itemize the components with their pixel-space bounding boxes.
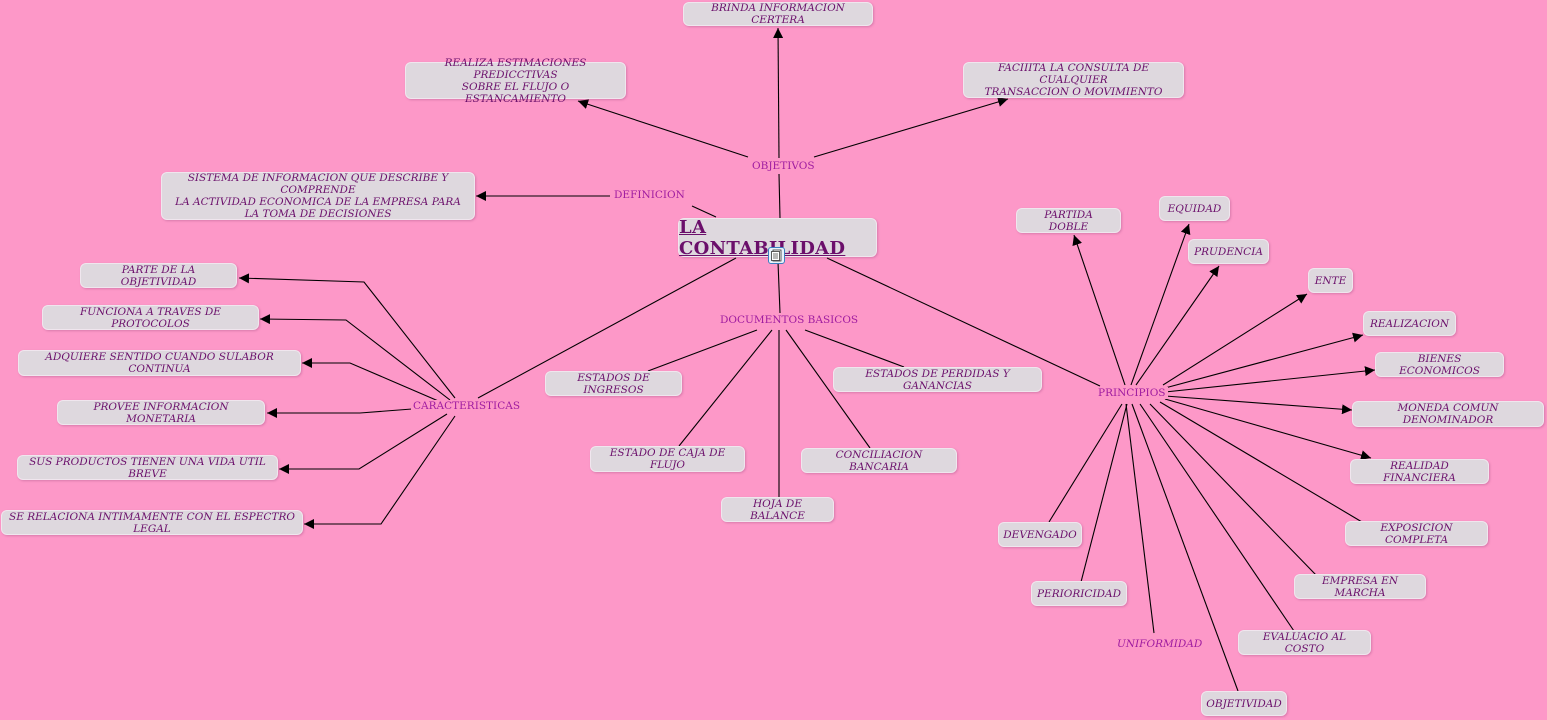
concept-node[interactable]: PERIORICIDAD bbox=[1031, 581, 1127, 606]
link-label-principios: PRINCIPIOS bbox=[1096, 387, 1168, 399]
concept-node[interactable]: FUNCIONA A TRAVES DE PROTOCOLOS bbox=[42, 305, 259, 330]
link-label-definicion: DEFINICION bbox=[612, 189, 687, 201]
concept-node[interactable]: EXPOSICION COMPLETA bbox=[1345, 521, 1488, 546]
concept-node[interactable]: ESTADO DE CAJA DE FLUJO bbox=[590, 446, 745, 472]
concept-node[interactable]: REALIZACION bbox=[1363, 311, 1456, 336]
concept-node[interactable]: PRUDENCIA bbox=[1188, 239, 1269, 264]
concept-node[interactable]: ENTE bbox=[1308, 268, 1353, 293]
link-label-objetivos: OBJETIVOS bbox=[750, 160, 817, 172]
concept-node[interactable]: BRINDA INFORMACION CERTERA bbox=[683, 2, 873, 26]
concept-node[interactable]: ESTADOS DE PERDIDAS Y GANANCIAS bbox=[833, 367, 1042, 392]
link-label-documentos-basicos: DOCUMENTOS BASICOS bbox=[718, 314, 861, 326]
link-label-caracteristicas: CARACTERISTICAS bbox=[411, 400, 523, 412]
concept-node[interactable]: SE RELACIONA INTIMAMENTE CON EL ESPECTRO… bbox=[1, 510, 303, 535]
concept-node[interactable]: REALIDAD FINANCIERA bbox=[1350, 459, 1489, 484]
concept-node[interactable]: SUS PRODUCTOS TIENEN UNA VIDA UTIL BREVE bbox=[17, 455, 278, 480]
concept-node[interactable]: EQUIDAD bbox=[1159, 196, 1230, 221]
concept-node[interactable]: OBJETIVIDAD bbox=[1201, 691, 1287, 716]
concept-node[interactable]: FACIIITA LA CONSULTA DE CUALQUIER TRANSA… bbox=[963, 62, 1184, 98]
concept-node[interactable]: CONCILIACION BANCARIA bbox=[801, 448, 957, 473]
concept-node[interactable]: PARTIDA DOBLE bbox=[1016, 208, 1121, 233]
concept-node[interactable]: ESTADOS DE INGRESOS bbox=[545, 371, 682, 396]
concept-node[interactable]: PROVEE INFORMACION MONETARIA bbox=[57, 400, 265, 425]
concept-node[interactable]: SISTEMA DE INFORMACION QUE DESCRIBE Y CO… bbox=[161, 172, 475, 220]
document-icon[interactable] bbox=[768, 247, 785, 264]
concept-node[interactable]: ADQUIERE SENTIDO CUANDO SULABOR CONTINUA bbox=[18, 350, 301, 376]
root-title: LA CONTABILIDAD bbox=[679, 216, 846, 259]
concept-node[interactable]: DEVENGADO bbox=[998, 522, 1082, 547]
concept-node[interactable]: PARTE DE LA OBJETIVIDAD bbox=[80, 263, 237, 288]
link-label-uniformidad: UNIFORMIDAD bbox=[1115, 638, 1205, 650]
concept-node[interactable]: REALIZA ESTIMACIONES PREDICCTIVAS SOBRE … bbox=[405, 57, 626, 105]
concept-node[interactable]: BIENES ECONOMICOS bbox=[1375, 352, 1504, 377]
concept-node[interactable]: EVALUACIO AL COSTO bbox=[1238, 630, 1371, 655]
concept-node[interactable]: HOJA DE BALANCE bbox=[721, 497, 834, 522]
concept-node[interactable]: MONEDA COMUN DENOMINADOR bbox=[1352, 401, 1544, 427]
concept-node[interactable]: EMPRESA EN MARCHA bbox=[1294, 574, 1426, 599]
